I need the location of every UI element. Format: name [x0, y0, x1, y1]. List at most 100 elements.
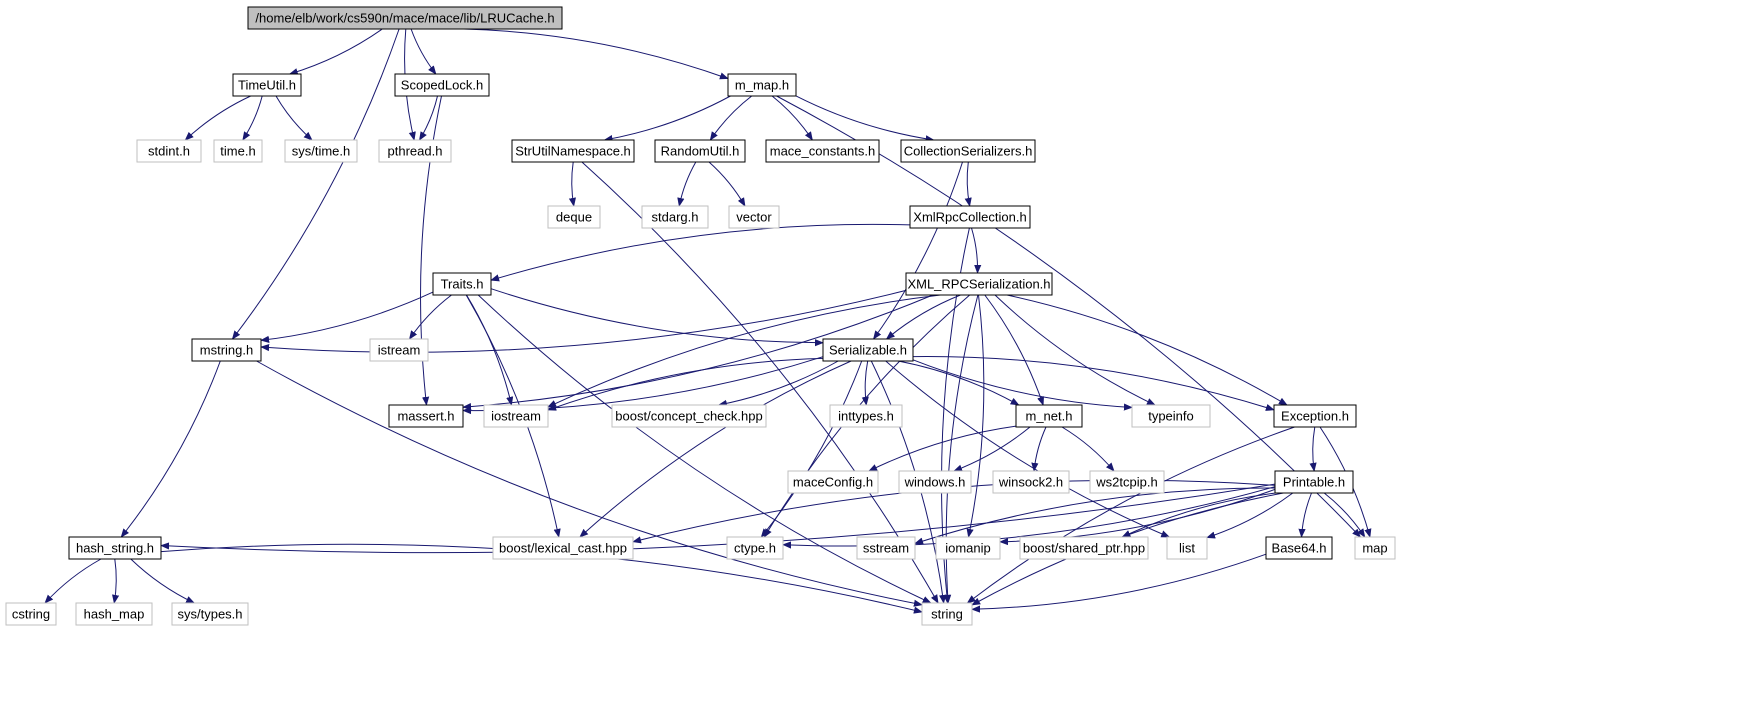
node-systime: sys/time.h [284, 139, 358, 163]
node-label-stdarg: stdarg.h [652, 210, 699, 225]
node-base64[interactable]: Base64.h [1265, 536, 1333, 560]
edge-timeutil-to-systime [275, 95, 313, 141]
edge-traits-to-mstring [260, 291, 434, 343]
node-deque: deque [547, 205, 601, 229]
node-box-massert [388, 404, 464, 428]
node-collser[interactable]: CollectionSerializers.h [900, 139, 1036, 163]
node-label-xmlrpcser: XML_RPCSerialization.h [907, 277, 1050, 292]
node-box-maceconfig [787, 470, 879, 494]
edge-strutil-to-string [581, 161, 939, 604]
node-box-sharedptr [1019, 536, 1149, 560]
edge-mnet-to-maceconfig [868, 425, 1017, 472]
node-typeinfo: typeinfo [1131, 404, 1211, 428]
node-box-windows [898, 470, 972, 494]
node-box-hashmap [75, 602, 153, 626]
node-scopedlock[interactable]: ScopedLock.h [394, 73, 490, 97]
node-label-traits: Traits.h [441, 277, 484, 292]
node-box-timeutil [232, 73, 302, 97]
node-box-xmlrpcser [905, 272, 1053, 296]
node-ws2tcpip: ws2tcpip.h [1089, 470, 1165, 494]
node-box-vector [728, 205, 780, 229]
node-strutil[interactable]: StrUtilNamespace.h [511, 139, 635, 163]
node-box-stdint [136, 139, 202, 163]
node-label-winsock2: winsock2.h [998, 475, 1063, 490]
node-label-maceconfig: maceConfig.h [793, 475, 873, 490]
edge-randomutil-to-vector [708, 161, 746, 207]
node-maceconst[interactable]: mace_constants.h [765, 139, 880, 163]
node-exception[interactable]: Exception.h [1273, 404, 1357, 428]
node-label-vector: vector [736, 210, 772, 225]
node-iostream: iostream [483, 404, 549, 428]
node-winsock2: winsock2.h [992, 470, 1070, 494]
node-label-exception: Exception.h [1281, 409, 1349, 424]
node-mstring[interactable]: mstring.h [191, 338, 262, 362]
node-box-xmlrpccoll [909, 205, 1031, 229]
node-xmlrpccoll[interactable]: XmlRpcCollection.h [909, 205, 1031, 229]
node-label-maceconst: mace_constants.h [770, 144, 876, 159]
edge-serializable-to-inttypes [861, 360, 869, 406]
node-string: string [921, 602, 973, 626]
edge-mnet-to-winsock2 [1031, 426, 1047, 472]
node-randomutil[interactable]: RandomUtil.h [654, 139, 746, 163]
node-box-collser [900, 139, 1036, 163]
node-box-systypes [171, 602, 249, 626]
node-printable[interactable]: Printable.h [1274, 470, 1354, 494]
node-box-deque [547, 205, 601, 229]
edge-mnet-to-windows [953, 426, 1031, 472]
edge-xmlrpcser-to-typeinfo [994, 294, 1156, 406]
edge-printable-to-ctype [782, 486, 1276, 549]
node-label-inttypes: inttypes.h [838, 409, 894, 424]
node-label-mstring: mstring.h [200, 343, 253, 358]
node-label-map: map [1362, 541, 1387, 556]
node-label-strutil: StrUtilNamespace.h [515, 144, 631, 159]
node-inttypes: inttypes.h [829, 404, 903, 428]
edge-printable-to-hashstring [160, 483, 1276, 554]
node-label-istream: istream [378, 343, 421, 358]
node-box-typeinfo [1131, 404, 1211, 428]
node-box-conceptcheck [611, 404, 767, 428]
node-hashmap: hash_map [75, 602, 153, 626]
node-serializable[interactable]: Serializable.h [822, 338, 914, 362]
edge-serializable-to-lexicalcast [579, 360, 852, 538]
node-box-iostream [483, 404, 549, 428]
node-label-stdint: stdint.h [148, 144, 190, 159]
node-label-hashstring: hash_string.h [76, 541, 154, 556]
edge-exception-to-string [966, 426, 1295, 604]
node-label-systypes: sys/types.h [177, 607, 242, 622]
edge-printable-to-sharedptr [1121, 492, 1276, 538]
node-sharedptr: boost/shared_ptr.hpp [1019, 536, 1149, 560]
node-box-maceconst [765, 139, 880, 163]
node-root[interactable]: /home/elb/work/cs590n/mace/mace/lib/LRUC… [247, 6, 563, 30]
node-mmap[interactable]: m_map.h [727, 73, 797, 97]
node-systypes: sys/types.h [171, 602, 249, 626]
node-massert[interactable]: massert.h [388, 404, 464, 428]
node-label-systime: sys/time.h [292, 144, 351, 159]
node-lexicalcast: boost/lexical_cast.hpp [492, 536, 634, 560]
node-label-iostream: iostream [491, 409, 541, 424]
edge-scopedlock-to-massert [420, 95, 442, 406]
edge-strutil-to-deque [568, 161, 576, 207]
node-label-string: string [931, 607, 963, 622]
node-box-hashstring [68, 536, 162, 560]
node-label-sstream: sstream [863, 541, 909, 556]
node-box-mstring [191, 338, 262, 362]
node-traits[interactable]: Traits.h [432, 272, 492, 296]
edge-collser-to-xmlrpccoll [964, 161, 972, 207]
node-box-istream [369, 338, 429, 362]
node-xmlrpcser[interactable]: XML_RPCSerialization.h [905, 272, 1053, 296]
edge-xmlrpcser-to-string [944, 294, 979, 604]
edge-xmlrpcser-to-mstring [260, 289, 907, 353]
node-box-inttypes [829, 404, 903, 428]
edges-layer [44, 28, 1372, 614]
edge-xmlrpcser-to-exception [1006, 294, 1288, 406]
node-stdint: stdint.h [136, 139, 202, 163]
edge-root-to-mmap [463, 28, 729, 80]
edge-exception-to-printable [1309, 426, 1317, 472]
node-timeutil[interactable]: TimeUtil.h [232, 73, 302, 97]
node-box-serializable [822, 338, 914, 362]
edge-mmap-to-maceconst [771, 95, 813, 141]
edge-printable-to-sstream [914, 487, 1276, 545]
node-pthread: pthread.h [378, 139, 452, 163]
node-hashstring[interactable]: hash_string.h [68, 536, 162, 560]
node-mnet[interactable]: m_net.h [1015, 404, 1083, 428]
